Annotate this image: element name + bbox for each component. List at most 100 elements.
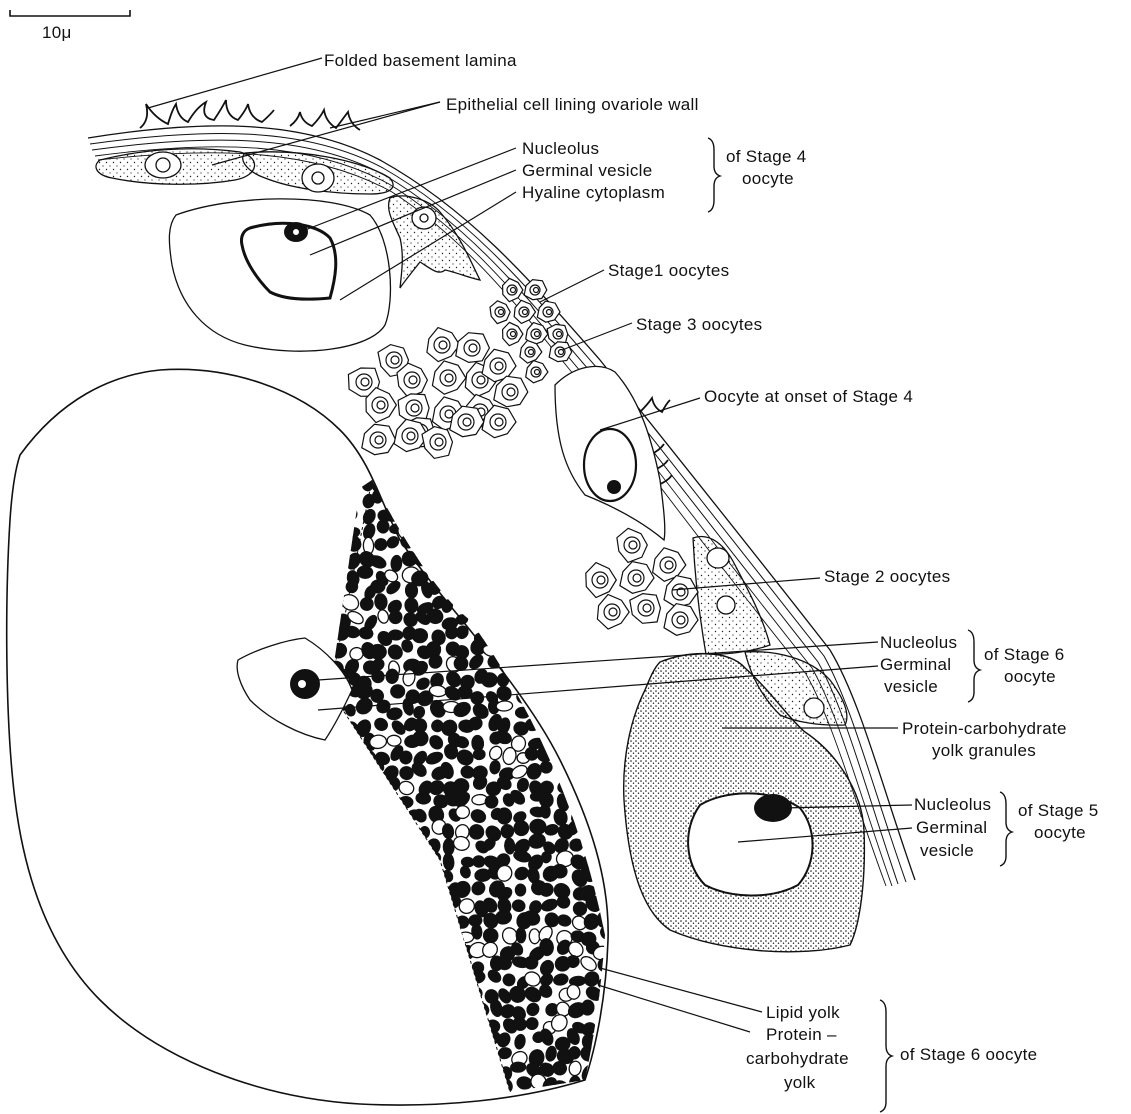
protein-yolk-granule [485, 554, 501, 573]
lipid-yolk-granule [441, 511, 458, 528]
protein-yolk-granule [377, 520, 389, 534]
protein-yolk-granule [592, 674, 610, 693]
protein-yolk-granule [564, 536, 583, 551]
protein-yolk-granule [525, 613, 543, 630]
protein-yolk-granule [569, 718, 585, 734]
protein-yolk-granule [465, 524, 484, 543]
label-s6b-of-stage: of Stage 6 oocyte [900, 1045, 1037, 1064]
protein-yolk-granule [527, 561, 545, 580]
lipid-yolk-granule [527, 511, 544, 525]
protein-yolk-granule [476, 616, 487, 629]
stage6-oocyte [7, 369, 619, 1105]
label-stage1: Stage1 oocytes [608, 261, 729, 280]
label-s4-germinal-vesicle: Germinal vesicle [522, 161, 652, 180]
protein-yolk-granule [563, 550, 583, 565]
stage1-oocyte [526, 361, 548, 383]
protein-yolk-granule [512, 565, 524, 580]
protein-yolk-granule [570, 583, 586, 601]
protein-yolk-granule [552, 567, 570, 584]
protein-yolk-granule [598, 520, 616, 538]
protein-yolk-granule [514, 533, 533, 554]
protein-yolk-granule [428, 494, 450, 513]
protein-yolk-granule [555, 624, 571, 640]
label-stage3: Stage 3 oocytes [636, 315, 762, 334]
stage2-oocyte [664, 576, 698, 608]
protein-yolk-granule [565, 506, 581, 520]
protein-yolk-granule [556, 715, 576, 735]
protein-yolk-granule [558, 475, 575, 491]
protein-yolk-granule [599, 817, 619, 837]
label-s5-nucleolus: Nucleolus [914, 795, 991, 814]
lipid-yolk-granule [556, 518, 578, 540]
protein-yolk-granule [441, 547, 461, 567]
protein-yolk-granule [496, 594, 512, 612]
protein-yolk-granule [558, 733, 575, 753]
protein-yolk-granule [595, 704, 615, 725]
protein-yolk-granule [553, 657, 575, 679]
protein-yolk-granule [581, 706, 594, 719]
stage1-oocyte [503, 322, 523, 345]
stage2-oocyte [630, 594, 661, 624]
lipid-yolk-granule [481, 507, 497, 523]
label-s6-nucleolus: Nucleolus [880, 633, 957, 652]
protein-yolk-granule [497, 673, 509, 687]
protein-yolk-granule [447, 537, 461, 554]
protein-yolk-granule [431, 522, 450, 541]
label-s4-of-stage: of Stage 4 [726, 147, 807, 166]
lipid-yolk-granule [498, 642, 516, 661]
lipid-yolk-granule [526, 629, 544, 646]
protein-yolk-granule [543, 566, 562, 582]
protein-yolk-granule [585, 627, 602, 641]
protein-yolk-granule [599, 1015, 613, 1027]
protein-yolk-granule [536, 611, 555, 629]
protein-yolk-granule [540, 660, 557, 676]
label-pc-yolk-granules-1: Protein-carbohydrate [902, 719, 1067, 738]
protein-yolk-granule [536, 668, 555, 687]
protein-yolk-granule [598, 734, 613, 750]
lipid-yolk-granule [580, 731, 602, 752]
protein-yolk-granule [528, 532, 547, 552]
protein-yolk-granule [583, 610, 599, 628]
label-folded-basement-lamina: Folded basement lamina [324, 51, 517, 70]
protein-yolk-granule [540, 601, 553, 616]
protein-yolk-granule [585, 1076, 604, 1091]
lipid-yolk-granule [484, 539, 499, 556]
lipid-yolk-granule [492, 534, 516, 558]
protein-yolk-granule [593, 505, 611, 522]
protein-yolk-granule [430, 540, 449, 557]
protein-yolk-granule [523, 521, 542, 540]
protein-yolk-granule [514, 578, 530, 595]
protein-yolk-granule [486, 572, 500, 585]
protein-yolk-granule [428, 474, 448, 495]
stage4-oocyte [169, 199, 390, 351]
protein-yolk-granule [385, 492, 403, 507]
onset-stage4-oocyte [555, 366, 665, 540]
lipid-yolk-granule [499, 612, 517, 629]
scale-bar: 10μ [10, 10, 130, 42]
protein-yolk-granule [497, 578, 516, 593]
protein-yolk-granule [471, 594, 493, 616]
protein-yolk-granule [536, 521, 554, 538]
protein-yolk-granule [469, 536, 487, 556]
protein-yolk-granule [473, 551, 486, 564]
protein-yolk-granule [567, 701, 587, 721]
protein-yolk-granule [464, 489, 486, 509]
stage3-oocytes [348, 328, 527, 459]
protein-yolk-granule [523, 595, 543, 616]
stage5-germinal-vesicle [688, 793, 812, 895]
label-lipid-yolk: Lipid yolk [766, 1003, 840, 1022]
protein-yolk-granule [493, 625, 514, 647]
protein-yolk-granule [586, 717, 601, 731]
protein-yolk-granule [600, 548, 617, 566]
protein-yolk-granule [497, 808, 512, 825]
stage2-oocytes [586, 528, 698, 635]
label-s5-oocyte: oocyte [1034, 823, 1086, 842]
stage1-oocyte [549, 342, 572, 362]
protein-yolk-granule [470, 476, 488, 494]
protein-yolk-granule [569, 1046, 581, 1059]
protein-yolk-granule [530, 489, 546, 507]
protein-yolk-granule [567, 673, 583, 685]
protein-yolk-granule [557, 610, 573, 624]
protein-yolk-granule [596, 1028, 614, 1046]
protein-yolk-granule [440, 486, 461, 507]
